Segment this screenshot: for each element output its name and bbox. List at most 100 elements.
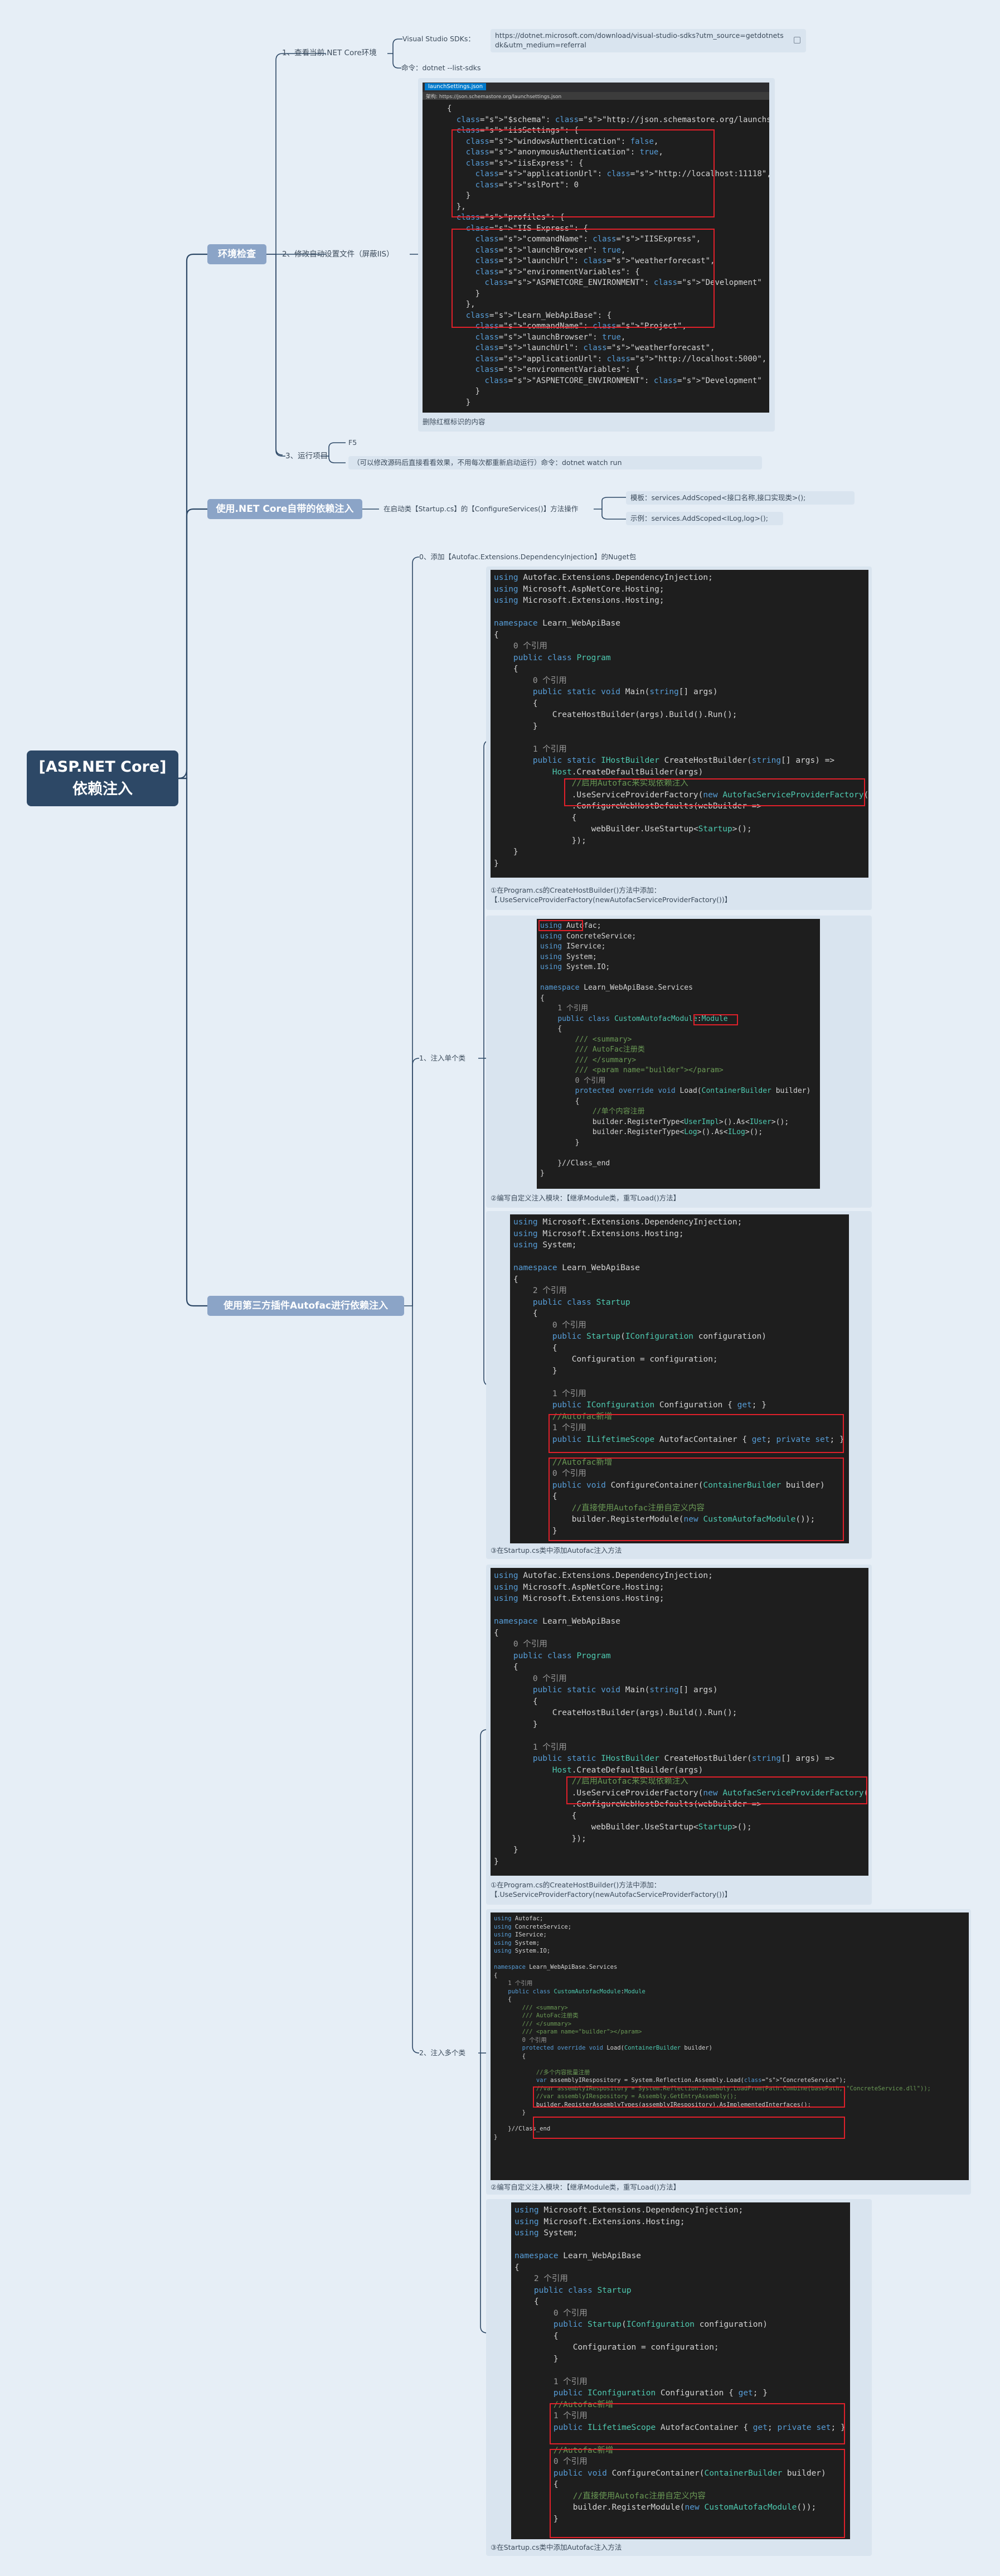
code-line: [540, 1148, 820, 1159]
code-line: 1 个引用: [513, 1389, 586, 1398]
code-line: [494, 607, 868, 618]
redbox-using-autofac: [538, 920, 583, 931]
code-line: 0 个引用: [513, 1469, 586, 1478]
builtin-example[interactable]: 示例：services.AddScoped<ILog,log>();: [626, 512, 783, 525]
code-line: {: [494, 1697, 538, 1706]
builtin-desc[interactable]: 在启动类【Startup.cs】的【ConfigureServices()】方法…: [384, 505, 579, 513]
code-line: using System;: [494, 1939, 540, 1946]
code-line: 1 个引用: [494, 744, 567, 754]
code-line: }: [494, 1720, 538, 1729]
single-module-code: using Autofac;using ConcreteService;usin…: [537, 919, 820, 1189]
code-line: //直接使用Autofac注册自定义内容: [514, 2491, 706, 2501]
code-line: }: [540, 1169, 545, 1178]
code-line: using ConcreteService;: [494, 1923, 572, 1930]
vs-sdk-link-text[interactable]: https://dotnet.microsoft.com/download/vi…: [495, 31, 784, 49]
schema-bar: 架构: https://json.schemastore.org/launchs…: [426, 94, 562, 100]
code-line: {: [494, 813, 577, 822]
code-line: }: [494, 859, 499, 868]
code-line: public class Program: [513, 653, 611, 662]
code-line: public ILifetimeScope AutofacContainer {…: [552, 1435, 844, 1444]
branch-env[interactable]: 环境检查: [207, 244, 266, 264]
code-line: class="s">"environmentVariables": {: [475, 267, 640, 277]
code-line: //多个内容批量注册: [494, 2069, 590, 2076]
code-line: /// <param name="builder"></param>: [540, 1066, 724, 1074]
code-line: CreateHostBuilder(args).Build().Run();: [494, 710, 737, 719]
code-line: public class Program: [513, 1651, 611, 1660]
code-line: using Microsoft.Extensions.Hosting;: [494, 1594, 664, 1603]
autofac-single-label[interactable]: 1、注入单个类: [419, 1054, 465, 1062]
code-line: Configuration = configuration;: [514, 2343, 719, 2352]
code-line: {: [513, 1275, 518, 1284]
code-line: /// AutoFac注册类: [540, 1045, 645, 1054]
code-line: Host.CreateDefaultBuilder(args): [552, 1765, 703, 1775]
code-line: protected override void Load(ContainerBu…: [522, 2045, 713, 2051]
code-line: using Autofac.Extensions.DependencyInjec…: [494, 1571, 713, 1580]
code-line: }: [447, 398, 471, 407]
vs-sdk-link[interactable]: https://dotnet.microsoft.com/download/vi…: [491, 29, 806, 52]
single-module-caption: ②编写自定义注入模块：【继承Module类，重写Load()方法】: [491, 1194, 681, 1202]
code-line: builder.RegisterModule(new CustomAutofac…: [514, 2503, 817, 2512]
root-node[interactable]: [ASP.NET Core] 依赖注入: [27, 750, 178, 806]
branch-autofac[interactable]: 使用第三方插件Autofac进行依赖注入: [207, 1296, 404, 1316]
code-line: }//Class_end: [494, 2125, 551, 2132]
code-line: {: [513, 1343, 557, 1353]
code-line: class="s">"ASPNETCORE_ENVIRONMENT": clas…: [484, 376, 762, 385]
code-line: {: [494, 2052, 526, 2060]
code-line: },: [447, 202, 466, 211]
code-line: using Microsoft.Extensions.DependencyInj…: [513, 1218, 742, 1227]
redbox-multi-assembly: [533, 2086, 845, 2108]
code-line: }: [513, 1366, 557, 1376]
code-line: 0 个引用: [494, 642, 547, 651]
code-line: .UseServiceProviderFactory(new AutofacSe…: [494, 790, 868, 800]
code-line: Host.CreateDefaultBuilder(args): [552, 767, 703, 777]
code-line: class="s">"commandName": class="s">"Proj…: [475, 322, 687, 331]
redbox-single-configure: [548, 1458, 844, 1541]
single-startup-code: using Microsoft.Extensions.DependencyInj…: [510, 1214, 849, 1543]
code-line: }//Class_end: [540, 1159, 610, 1168]
code-line: {: [494, 1628, 499, 1638]
code-line: [513, 1251, 849, 1263]
code-line: using Microsoft.Extensions.Hosting;: [513, 1229, 684, 1238]
redbox-multi-lifetime: [550, 2403, 845, 2444]
code-line: class="s">"Learn_WebApiBase": {: [465, 311, 612, 320]
run-f5[interactable]: F5: [348, 438, 357, 447]
editor-tab[interactable]: launchSettings.json: [425, 83, 487, 90]
code-line: }: [494, 848, 518, 856]
autofac-multi-label[interactable]: 2、注入多个类: [419, 2049, 465, 2057]
single-startup-caption: ③在Startup.cs类中添加Autofac注入方法: [491, 1546, 622, 1555]
env-sdk-label[interactable]: 1、查看当前.NET Core环境: [282, 49, 377, 57]
code-line: class="s">"windowsAuthentication": false…: [465, 137, 659, 146]
external-link-icon[interactable]: [794, 37, 800, 43]
code-line: public void ConfigureContainer(Container…: [552, 1480, 825, 1490]
vs-sdk-label[interactable]: Visual Studio SDKs：: [402, 35, 475, 43]
code-line: [513, 1377, 849, 1388]
code-line: class="s">"iisSettings": {: [456, 126, 579, 135]
env-run-label[interactable]: 3、运行项目: [285, 452, 328, 461]
multi-startup-code: using Microsoft.Extensions.DependencyInj…: [511, 2202, 850, 2539]
autofac-step0[interactable]: 0、添加【Autofac.Extensions.DependencyInject…: [419, 553, 637, 561]
code-line: /// </summary>: [494, 2020, 572, 2027]
branch-builtin[interactable]: 使用.NET Core自带的依赖注入: [207, 499, 362, 519]
code-line: Configuration = configuration;: [513, 1355, 718, 1364]
code-line: //启用Autofac来实现依赖注入: [494, 1777, 688, 1786]
code-line: [514, 2239, 850, 2251]
code-line: protected override void Load(ContainerBu…: [575, 1087, 811, 1095]
code-line: 1 个引用: [540, 1004, 588, 1013]
code-line: var assemblyIRespository = System.Reflec…: [536, 2077, 847, 2084]
code-line: }: [447, 387, 480, 396]
code-line: });: [494, 1834, 586, 1843]
code-line: 1 个引用: [513, 1423, 586, 1432]
run-watch[interactable]: （可以修改源码后直接看看效果，不用每次都重新启动运行）命令：dotnet wat…: [348, 456, 762, 469]
env-launch-label[interactable]: 2、修改自动设置文件（屏蔽IIS）: [282, 250, 394, 259]
code-line: class="s">"$schema": class="s">"http://j…: [456, 115, 769, 124]
builtin-mode[interactable]: 模板：services.AddScoped<接口名称,接口实现类>();: [626, 491, 855, 505]
code-line: public ILifetimeScope AutofacContainer {…: [553, 2423, 846, 2432]
multi-startup-caption: ③在Startup.cs类中添加Autofac注入方法: [491, 2543, 622, 2551]
sdk-command[interactable]: 命令：dotnet --list-sdks: [401, 64, 481, 72]
redbox-module-base: [693, 1014, 738, 1025]
redbox-iis-express: [452, 229, 715, 328]
multi-module-code: using Autofac;using ConcreteService;usin…: [491, 1912, 969, 2180]
code-line: }: [447, 289, 480, 298]
code-line: builder.RegisterType<Log>().As<ILog>();: [540, 1128, 763, 1136]
code-line: /// <param name="builder"></param>: [494, 2028, 642, 2035]
